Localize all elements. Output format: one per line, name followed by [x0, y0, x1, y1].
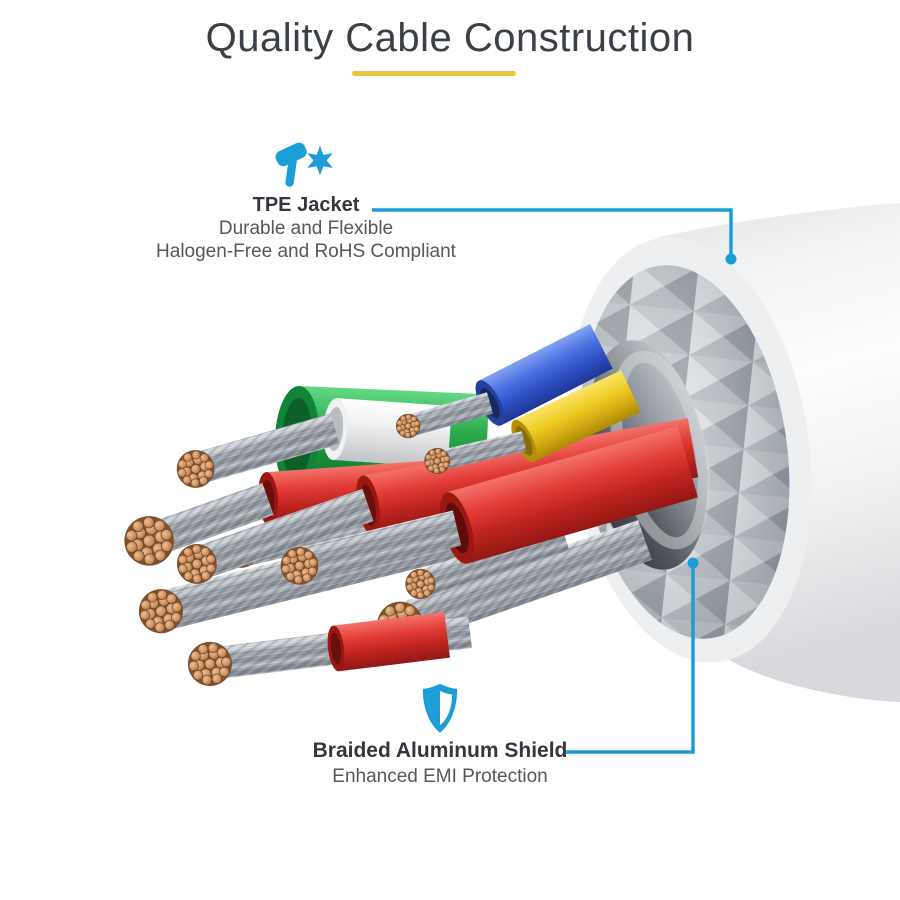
strand-rope-with-red-sleeve	[185, 611, 472, 689]
tpe-jacket-line1: Durable and Flexible	[218, 218, 394, 239]
tpe-connector-line	[372, 208, 733, 254]
braided-shield-label: Braided Aluminum Shield	[312, 739, 568, 762]
page-title: Quality Cable Construction	[205, 16, 695, 60]
strand-rope	[171, 413, 340, 493]
tpe-jacket-line2: Halogen-Free and RoHS Compliant	[156, 241, 456, 262]
red-sleeve	[333, 611, 450, 672]
strand-rope	[421, 431, 527, 477]
braided-shield-line1: Enhanced EMI Protection	[332, 766, 548, 787]
tpe-jacket-label: TPE Jacket	[252, 194, 360, 216]
shield-connector-dot	[687, 557, 699, 569]
title-underline	[352, 71, 516, 76]
strand-rope	[117, 482, 274, 573]
strand-rope	[276, 510, 462, 589]
shield-icon	[422, 683, 458, 733]
strand-rope	[171, 488, 374, 590]
tpe-jacket-callout: TPE Jacket Durable and Flexible Halogen-…	[146, 136, 466, 263]
inner-wires	[117, 323, 699, 689]
strand-rope	[392, 392, 493, 442]
hammer-impact-icon	[275, 142, 333, 187]
shield-connector-line	[563, 568, 695, 754]
strand-rope	[370, 520, 652, 655]
tpe-connector-dot	[725, 253, 737, 265]
braided-shield-callout: Braided Aluminum Shield Enhanced EMI Pro…	[270, 682, 610, 788]
